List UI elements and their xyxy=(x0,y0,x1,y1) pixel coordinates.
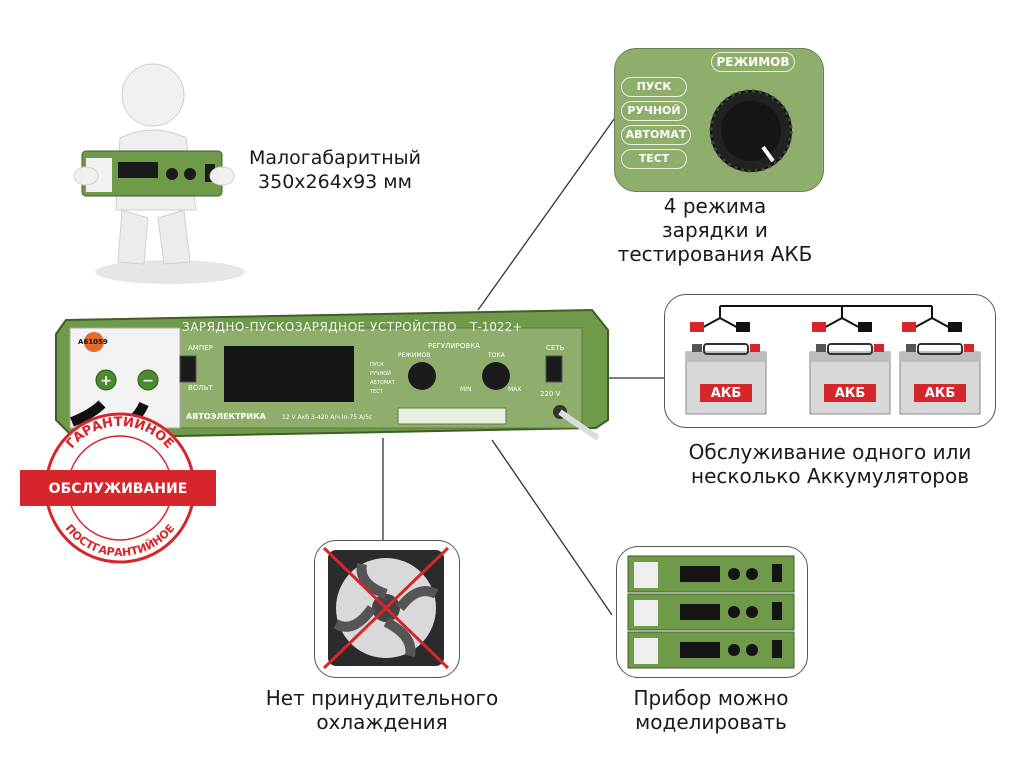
device-sticker: А61059 xyxy=(78,338,108,346)
mode-item-auto: АВТОМАТ xyxy=(621,125,691,145)
battery-label-1: АКБ xyxy=(710,386,742,401)
ampere-label: АМПЕР xyxy=(188,344,213,352)
voltage-label: 220 V xyxy=(540,390,561,398)
battery-1 xyxy=(685,306,767,415)
mode-item-start: ПУСК xyxy=(621,77,687,97)
badge-ribbon-text: ОБСЛУЖИВАНИЕ xyxy=(49,481,188,497)
device-model: Т-1022+ xyxy=(470,320,523,334)
person-illustration xyxy=(73,63,245,284)
battery-3 xyxy=(899,306,981,415)
modes-caption: 4 режима зарядки и тестирования АКБ xyxy=(617,194,813,266)
batteries-illustration xyxy=(685,305,981,415)
mode-selector-panel: РЕЖИМОВ ПУСК РУЧНОЙ АВТОМАТ ТЕСТ xyxy=(614,48,824,192)
volt-label: ВОЛЬТ xyxy=(188,384,213,392)
battery-label-3: АКБ xyxy=(924,386,956,401)
mode-item-test: ТЕСТ xyxy=(621,149,687,169)
charger-body: + − xyxy=(55,308,609,441)
svg-text:+: + xyxy=(100,373,112,389)
mode-title-label: РЕЖИМОВ xyxy=(711,52,795,72)
regulation-label: РЕГУЛИРОВКА xyxy=(428,342,480,350)
device-mode-start: ПУСК xyxy=(370,362,384,368)
fan-caption: Нет принудительного охлаждения xyxy=(265,686,499,734)
size-caption: Малогабаритный 350x264x93 мм xyxy=(248,147,422,193)
batteries-caption: Обслуживание одного или несколько Аккуму… xyxy=(688,440,972,488)
device-brand: АВТОЭЛЕКТРИКА xyxy=(186,412,266,421)
network-label: СЕТЬ xyxy=(546,344,565,352)
device-mode-manual: РУЧНОЙ xyxy=(370,371,391,377)
min-label: MIN xyxy=(460,386,472,393)
stacked-devices-illustration xyxy=(627,555,795,669)
battery-2 xyxy=(809,306,891,415)
device-mode-auto: АВТОМАТ xyxy=(370,380,395,386)
device-title: ЗАРЯДНО-ПУСКОЗАРЯДНОЕ УСТРОЙСТВО xyxy=(182,320,458,334)
charger-device: + − А61059 ЗАРЯДНО-ПУСКОЗАРЯДНОЕ УСТРОЙС… xyxy=(52,300,612,450)
modes-knob-label: РЕЖИМОВ xyxy=(398,352,431,359)
battery-label-2: АКБ xyxy=(834,386,866,401)
max-label: MAX xyxy=(508,386,522,393)
mode-item-manual: РУЧНОЙ xyxy=(621,101,687,121)
fan-crossed-icon xyxy=(322,546,450,670)
stack-caption: Прибор можно моделировать xyxy=(633,686,789,734)
warranty-badge: ГАРАНТИЙНОЕ ПОСТГАРАНТИЙНОЕ ОБСЛУЖИВАНИЕ xyxy=(20,412,216,564)
device-spec: 12 V Акб 3-420 А/ч In-75 А/5с xyxy=(282,414,373,421)
current-knob-label: ТОКА xyxy=(488,352,505,359)
device-mode-test: ТЕСТ xyxy=(370,389,383,395)
mode-knob-icon[interactable] xyxy=(701,79,801,179)
svg-text:−: − xyxy=(142,373,154,389)
